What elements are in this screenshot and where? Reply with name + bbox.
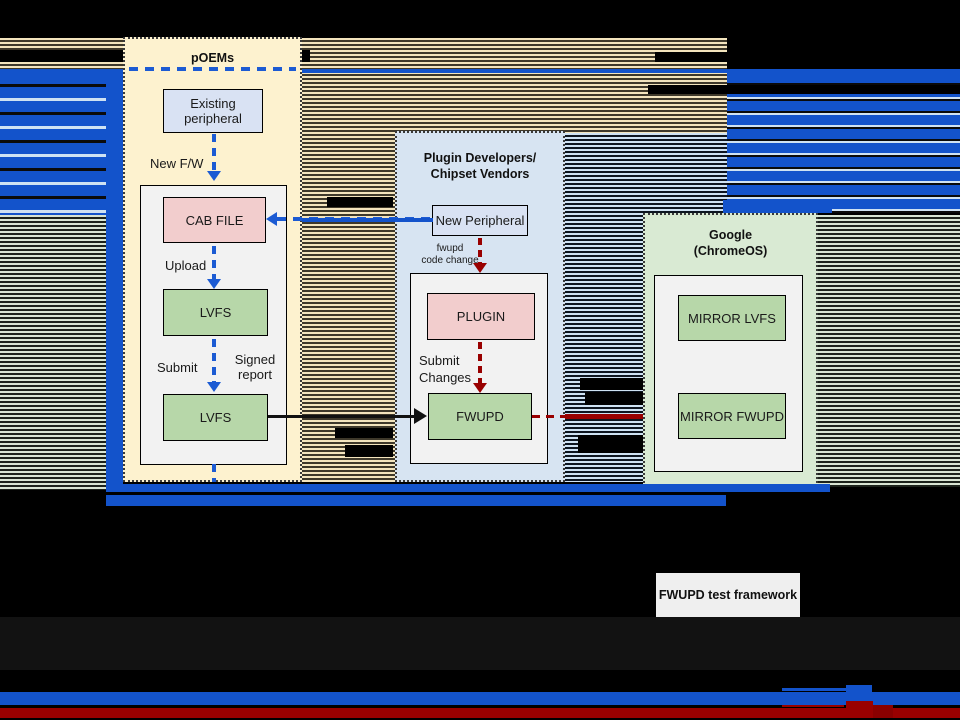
google-title-line1: Google: [708, 228, 753, 242]
fwupd-node: FWUPD: [428, 393, 532, 440]
arrow-submit-line: [212, 339, 216, 383]
glitch-blue-bar-lower: [106, 495, 726, 506]
arrow-upload-line: [212, 246, 216, 280]
mirror-lvfs-node: MIRROR LVFS: [678, 295, 786, 341]
signed-report-label: Signed report: [234, 352, 276, 382]
glitch-black-bar: [648, 85, 960, 94]
bottom-blue-blob: [846, 685, 872, 705]
fwupd-test-framework-label: FWUPD test framework: [658, 588, 798, 602]
arrow-submit-changes-head-icon: [473, 383, 487, 393]
arrow-newfw-line: [212, 134, 216, 172]
fwupd-label: FWUPD: [456, 409, 504, 424]
new-fw-label: New F/W: [150, 156, 204, 171]
google-title-line2: (ChromeOS): [693, 244, 768, 258]
new-peripheral-label: New Peripheral: [435, 213, 525, 228]
arrow-submit-changes-line: [478, 342, 482, 384]
mirror-fwupd-label: MIRROR FWUPD: [680, 408, 784, 424]
plugin-node: PLUGIN: [427, 293, 535, 340]
arrow-submit-head-icon: [207, 382, 221, 392]
cab-file-label: CAB FILE: [185, 212, 244, 228]
upload-label: Upload: [165, 258, 207, 273]
arrow-fwupd-mirror-glitch-line: [565, 414, 643, 419]
glitch-blue-vertical-bar: [106, 70, 123, 490]
bottom-red-thin-line: [782, 705, 844, 707]
glitch-black-bar: [585, 392, 643, 405]
plugin-label: PLUGIN: [456, 309, 506, 324]
lvfs-upper-node: LVFS: [163, 289, 268, 336]
new-peripheral-node: New Peripheral: [432, 205, 528, 236]
submit-changes-label: Submit Changes: [419, 353, 472, 385]
glitch-black-bar: [578, 435, 643, 453]
glitch-blue-bar-under-containers: [106, 484, 830, 492]
lvfs-upper-label: LVFS: [199, 305, 232, 320]
fwupd-test-framework-node: FWUPD test framework: [656, 573, 800, 617]
bottom-dark-band: [0, 617, 960, 670]
arrow-export-line: [212, 464, 216, 482]
arrow-lvfs-fwupd-line: [268, 415, 416, 418]
bottom-red-bar: [0, 708, 960, 718]
lvfs-lower-node: LVFS: [163, 394, 268, 441]
bottom-black-edge: [0, 718, 960, 720]
existing-peripheral-node: Existing peripheral: [163, 89, 263, 133]
glitch-stripes-tan-upper-right: [395, 72, 727, 133]
glitch-black-bar: [335, 428, 393, 438]
fwupd-code-change-label: fwupd code change: [421, 243, 479, 266]
glitch-stripes-blue-bands-right: [727, 73, 960, 213]
arrow-code-change-head-icon: [473, 263, 487, 273]
glitch-black-bar: [580, 378, 643, 390]
glitch-stripes-green-left: [0, 215, 106, 490]
poems-divider-dashed-line: [129, 67, 296, 71]
bottom-red-blob-step: [873, 705, 893, 718]
glitch-stripes-lightblue-mid: [565, 133, 643, 482]
bottom-blue-bar: [0, 692, 960, 705]
mirror-fwupd-node: MIRROR FWUPD: [678, 393, 786, 439]
existing-peripheral-label: Existing peripheral: [184, 96, 242, 126]
glitch-stripes-green-right: [818, 215, 960, 487]
glitch-black-bar: [655, 52, 960, 62]
glitch-blue-line-top: [0, 69, 960, 73]
glitch-stripes-lightblue-above-google: [643, 133, 727, 213]
bottom-red-blob: [846, 701, 873, 718]
bottom-blue-thin-line: [782, 688, 848, 691]
arrow-code-change-line: [478, 238, 482, 264]
mirror-lvfs-label: MIRROR LVFS: [688, 310, 776, 326]
arrow-newperipheral-cabfile-head-icon: [266, 212, 277, 226]
arrow-upload-head-icon: [207, 279, 221, 289]
glitch-black-bar: [327, 197, 393, 207]
submit-label: Submit: [157, 360, 198, 375]
arrow-newfw-head-icon: [207, 171, 221, 181]
plugin-title-line1: Plugin Developers/: [423, 151, 537, 165]
glitch-black-bar: [345, 445, 393, 457]
glitch-stripes-blue-left: [0, 73, 106, 215]
plugin-title-line2: Chipset Vendors: [430, 167, 530, 181]
arrow-newperipheral-cabfile-glitch-line: [302, 218, 433, 222]
lvfs-lower-label: LVFS: [199, 410, 232, 425]
arrow-lvfs-fwupd-head-icon: [414, 408, 427, 424]
cab-file-node: CAB FILE: [163, 197, 266, 243]
glitch-blue-segment: [723, 200, 832, 213]
poems-title: pOEMs: [190, 51, 235, 65]
glitch-black-line: [106, 492, 214, 495]
glitch-stripes-tan-mid: [302, 72, 395, 482]
